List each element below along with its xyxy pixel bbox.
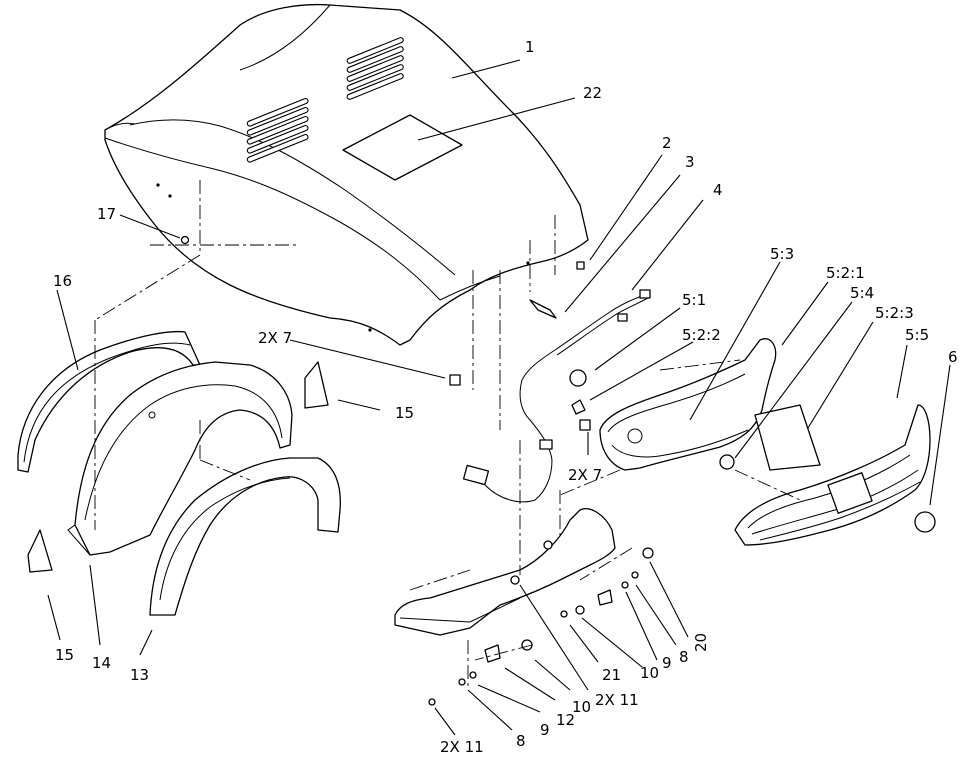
wiring-harness-part <box>462 289 651 503</box>
callout-5-4: 5:4 <box>850 284 874 302</box>
callout-4: 4 <box>713 181 723 199</box>
bumper-pad-right <box>304 361 329 409</box>
callout-2: 2 <box>662 134 672 152</box>
callout-5-3: 5:3 <box>770 245 794 263</box>
clip-2x7-a <box>449 374 461 386</box>
callout-5-5: 5:5 <box>905 326 929 344</box>
callout-10-a: 10 <box>640 664 659 682</box>
callout-2x11-a: 2X 11 <box>595 691 639 709</box>
bracket-3 <box>529 299 557 319</box>
hood-part <box>104 3 589 346</box>
callout-5-2-1: 5:2:1 <box>826 264 865 282</box>
front-fender-part <box>67 361 293 556</box>
callout-2x11-b: 2X 11 <box>440 738 484 756</box>
callout-2x7-a: 2X 7 <box>258 329 292 347</box>
callout-15-b: 15 <box>55 646 74 664</box>
callout-1: 1 <box>525 38 535 56</box>
callout-16: 16 <box>53 272 72 290</box>
hood-bracket-part <box>394 508 616 636</box>
lamp-socket-part <box>569 369 587 387</box>
grille-part <box>734 404 931 546</box>
callout-10-b: 10 <box>572 698 591 716</box>
screw-2 <box>576 261 585 270</box>
callout-20: 20 <box>692 633 710 652</box>
callout-22: 22 <box>583 84 602 102</box>
callout-5-2-2: 5:2:2 <box>682 326 721 344</box>
callout-17: 17 <box>97 205 116 223</box>
callout-5-2-3: 5:2:3 <box>875 304 914 322</box>
callout-21: 21 <box>602 666 621 684</box>
bumper-pad-left <box>27 529 53 573</box>
lens-part <box>754 404 821 471</box>
callout-14: 14 <box>92 654 111 672</box>
cap-part <box>914 511 936 533</box>
clip-2x7-b <box>579 419 591 431</box>
headlight-assembly-part <box>599 338 821 471</box>
decal-part <box>342 114 463 181</box>
callout-9-a: 9 <box>662 654 672 672</box>
callout-9-b: 9 <box>540 721 550 739</box>
callout-8-a: 8 <box>679 648 689 666</box>
leader-lines <box>47 59 951 736</box>
clip-part <box>571 399 586 415</box>
callout-2x7-b: 2X 7 <box>568 466 602 484</box>
fender-trim-part <box>17 330 201 473</box>
callout-3: 3 <box>685 153 695 171</box>
bolt-17 <box>180 235 190 245</box>
callout-12: 12 <box>556 711 575 729</box>
phantom-lines <box>94 180 801 690</box>
callout-labels: 1 22 2 3 4 17 16 2X 7 15 5:1 5:3 5:2:1 5… <box>53 38 958 756</box>
bulb-part <box>719 454 735 470</box>
callout-5-1: 5:1 <box>682 291 706 309</box>
rear-fender-part <box>149 457 341 616</box>
callout-15-a: 15 <box>395 404 414 422</box>
hardware-part <box>428 547 654 706</box>
callout-6: 6 <box>948 348 958 366</box>
callout-13: 13 <box>130 666 149 684</box>
callout-8-b: 8 <box>516 732 526 750</box>
